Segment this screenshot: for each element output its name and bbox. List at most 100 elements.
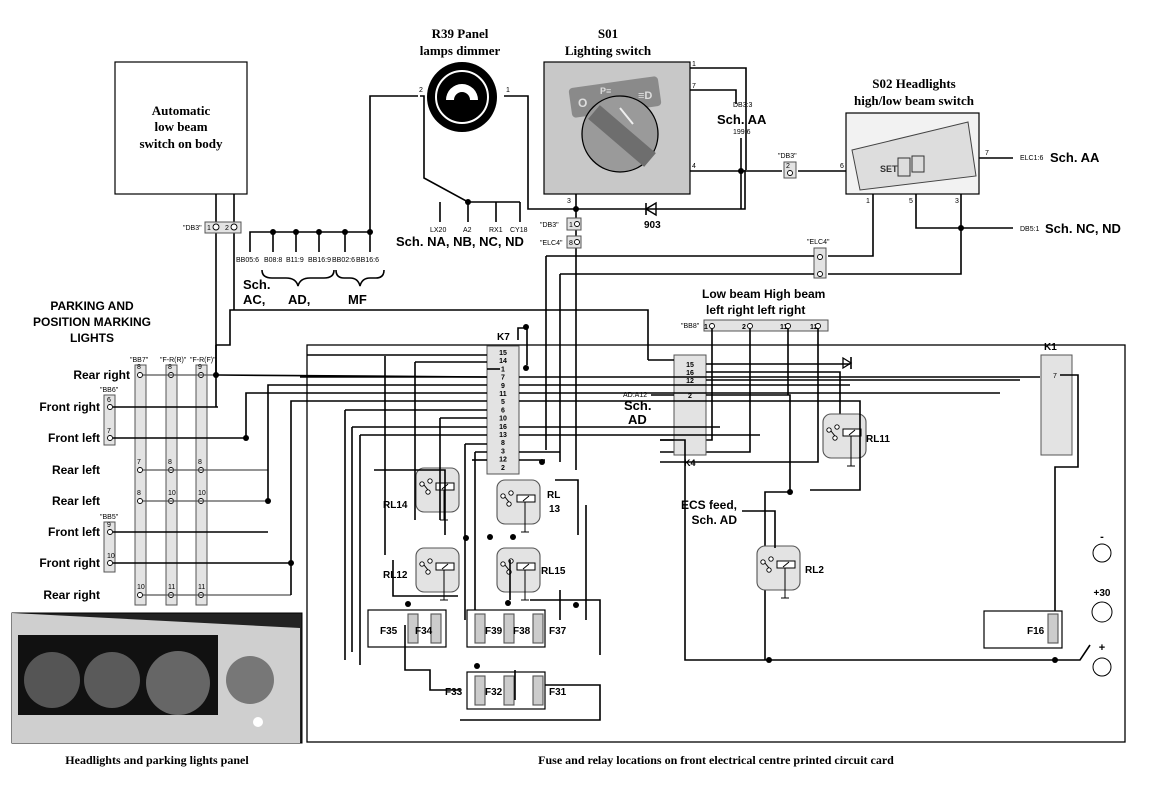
s01-pin-1: 1 [692,61,696,68]
s02-pin-6: 6 [840,163,844,170]
fuse-icon [430,613,442,644]
lighting-switch-knob-icon: O P≡ ≡D [568,76,662,173]
headlight-lamps-icon [12,613,300,743]
k7-pin: 6 [501,407,505,414]
k7-pin: 16 [499,424,507,431]
svg-text:≡D: ≡D [638,90,652,102]
fuse-icon [407,613,419,644]
pcb-outline [306,344,1126,743]
parking-pin: 6 [107,397,111,404]
fuse: F38 [503,613,531,644]
svg-text:BB02:6: BB02:6 [332,257,355,264]
s02-pin-1: 1 [866,198,870,205]
diode-k4-icon [842,356,853,370]
svg-text:BB16:9: BB16:9 [308,257,331,264]
k7-pin: 10 [499,416,507,423]
k4-pin: 15 [686,362,694,369]
parking-pin: 10 [107,553,115,560]
parking-pin: 8 [168,459,172,466]
fuse-icon [503,675,515,706]
k4-pin: 16 [686,370,694,377]
svg-text:2: 2 [225,225,229,232]
ref-199-label: 199:6 [733,129,751,136]
relay-label: RL2 [805,565,824,576]
db3-3-label: DB3:3 [733,102,753,109]
fuse-label: F38 [513,626,531,637]
diode-903-icon [644,201,657,217]
elc4-connector-right [813,247,827,279]
bb8-beam-connector [703,319,829,332]
beam-pin: 11 [780,324,788,331]
db3-label-mid: "DB3" [540,222,559,229]
s01-pin-7: 7 [692,83,696,90]
fuse: F37 [532,613,567,644]
parking-pin: 9 [107,522,111,529]
beam-header-2: left right left right [706,303,805,317]
k7-pin: 14 [499,358,507,365]
parking-pin: 8 [168,364,172,371]
battery-terminals: - +30 + [1091,531,1113,677]
db3-connector-right [783,161,797,179]
fuse-label: F37 [549,626,567,637]
ac-pin-labels: BB05:6 B08:8 B11:9 BB16:9 BB02:6 BB16:6 [236,257,379,264]
db3-connector-left [204,221,242,234]
k7-pin: 15 [499,350,507,357]
sch-na-nb-nc-nd: Sch. NA, NB, NC, ND [396,234,524,249]
relay: RL2 [756,545,824,599]
parking-row: Front right 6 [39,397,218,414]
s01-pin-4: 4 [692,163,696,170]
parking-row-label: Front left [48,525,100,539]
svg-text:B08:8: B08:8 [264,257,282,264]
svg-text:A2: A2 [463,227,472,234]
elc1-label: ELC1:6 [1020,155,1043,162]
s01-pin-3: 3 [567,198,571,205]
k7-pin: 3 [501,448,505,455]
relay: RL11 [822,413,890,467]
fuse-label: F34 [415,626,433,637]
fuse-label: F35 [380,626,398,637]
pcb-internal-wiring [216,309,1040,721]
elc4-label-right: "ELC4" [807,239,830,246]
parking-row-label: Front right [39,400,100,414]
fuse-icon [503,613,515,644]
s02-pin-5: 5 [909,198,913,205]
s02-title-1: S02 Headlights [872,76,955,91]
relay-label: RL11 [866,434,890,445]
r39-title-2: lamps dimmer [420,43,501,58]
fr-r-connector [165,364,178,606]
ad-a12-label: AD:A12 [623,392,647,399]
s02-pin-7: 7 [985,150,989,157]
fuse-icon [1047,613,1059,644]
fuse-icon [474,675,486,706]
k4-connector [673,354,707,456]
sch-ad-k4-2: AD [628,412,647,427]
s02-pin-3: 3 [955,198,959,205]
auto-switch-title-2: low beam [154,119,207,134]
svg-text:SET: SET [880,164,898,174]
parking-title-2: POSITION MARKING [33,315,151,329]
fuse: F35 [380,613,419,644]
r39-pin-1: 1 [506,87,510,94]
k7-pin: 5 [501,399,505,406]
k7-pin: 8 [501,440,505,447]
fr-r-label: "F-R(R)" [160,357,187,364]
db3-connector-mid [566,217,582,231]
parking-pin: 7 [107,428,111,435]
parking-pin: 8 [137,364,141,371]
relay-label: RL14 [383,500,408,511]
beam-header-1: Low beam High beam [702,287,825,301]
fuse-icon [532,675,544,706]
parking-row-label: Rear left [52,463,100,477]
ecs-feed-1: ECS feed, [681,498,737,512]
k4-pin: 2 [688,393,692,400]
k7-connector [486,345,520,475]
bb6-connector [103,394,116,446]
terminal-30-icon [1091,601,1113,623]
svg-text:BB16:6: BB16:6 [356,257,379,264]
bb6-label: "BB6" [100,387,119,394]
elc4-label-mid: "ELC4" [540,240,563,247]
fuse-label: F31 [549,687,567,698]
